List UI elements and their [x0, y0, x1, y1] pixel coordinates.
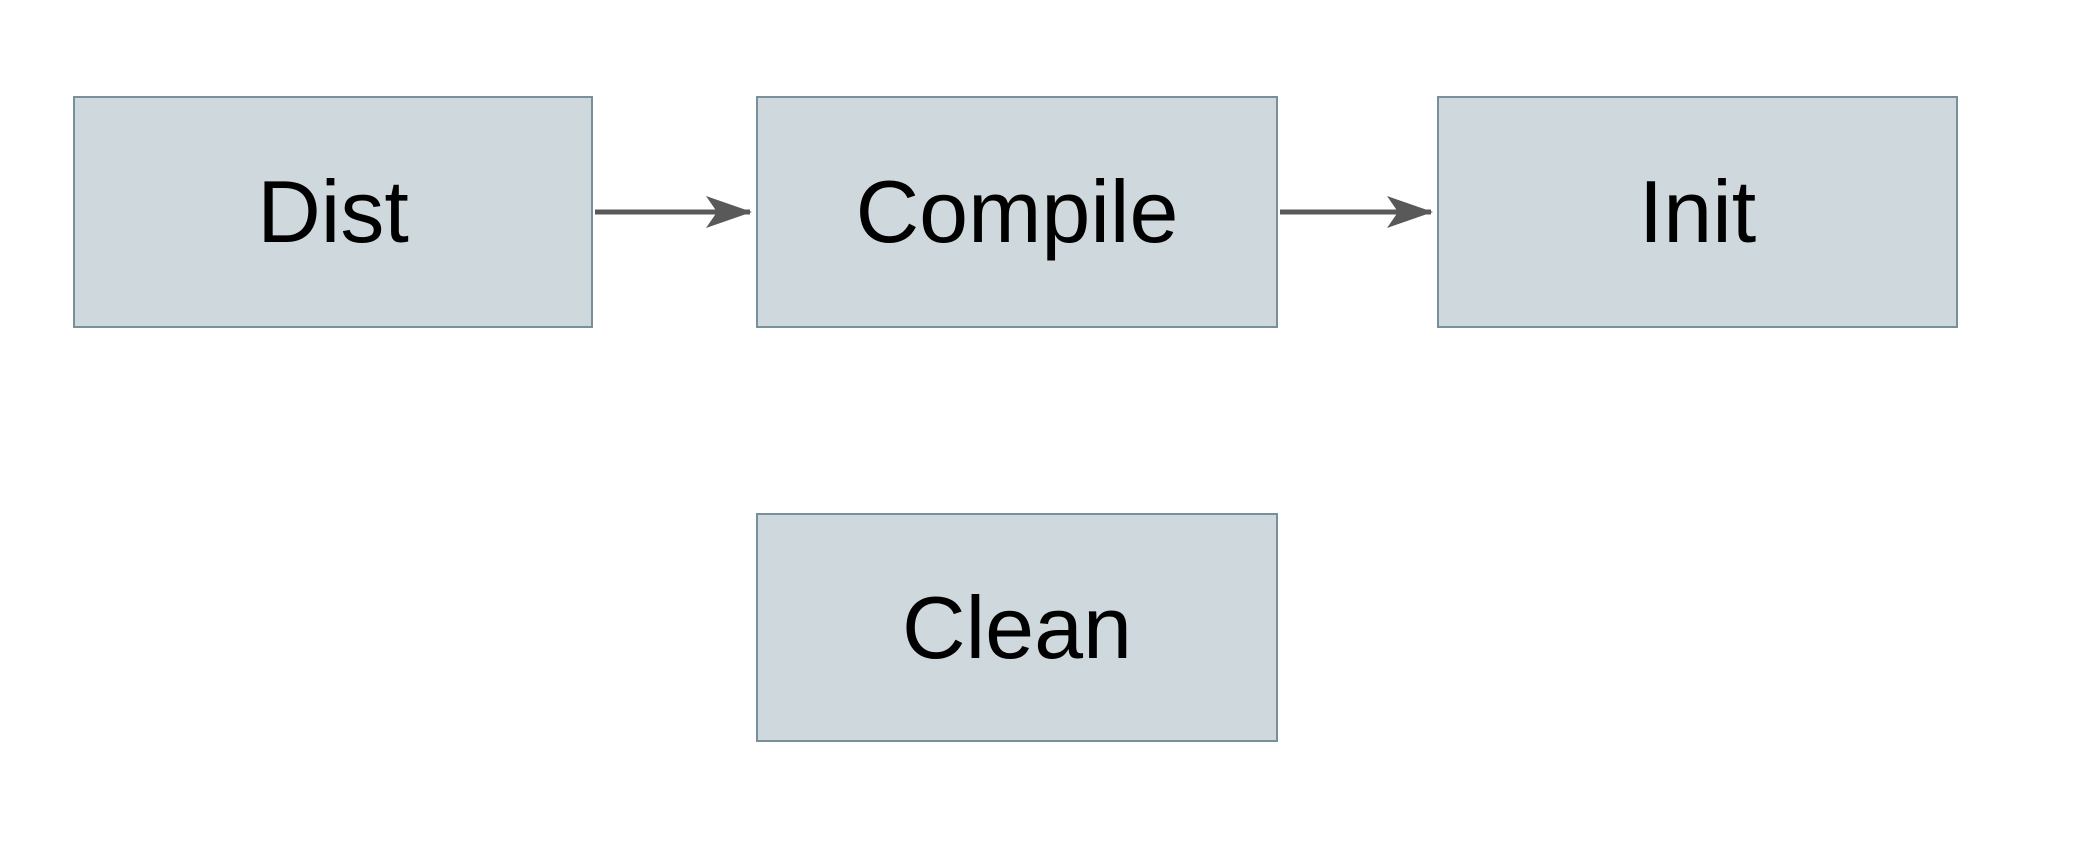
node-dist: Dist: [73, 96, 593, 328]
node-clean: Clean: [756, 513, 1278, 742]
node-compile: Compile: [756, 96, 1278, 328]
node-init-label: Init: [1638, 162, 1757, 261]
node-init: Init: [1437, 96, 1958, 328]
node-clean-label: Clean: [902, 577, 1132, 677]
node-dist-label: Dist: [257, 162, 409, 261]
node-compile-label: Compile: [855, 162, 1179, 261]
